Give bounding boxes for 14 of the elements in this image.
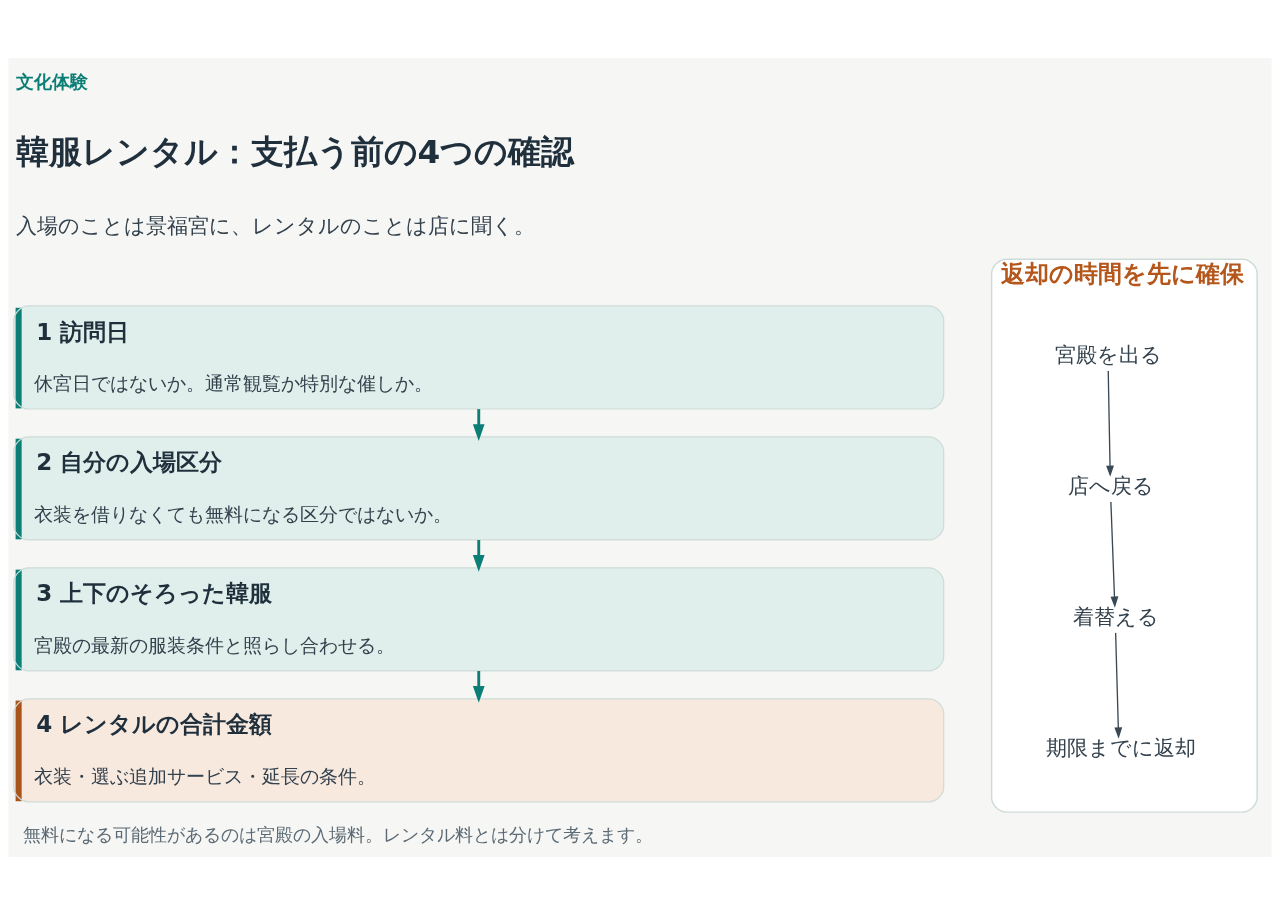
node-text: 期限までに返却 — [1045, 735, 1196, 760]
node-text: 着替える — [1072, 604, 1159, 629]
arrow — [1110, 500, 1119, 608]
node-text: 店へ戻る — [1067, 473, 1154, 498]
arrow — [472, 539, 485, 572]
caption: 無料になる可能性があるのは宮殿の入場料。レンタル料とは分けて考えます。 — [22, 823, 653, 845]
arrow — [1114, 631, 1123, 739]
arrow — [472, 408, 485, 441]
label: 韓服レンタル：支払う前の4つの確認 — [15, 132, 575, 171]
arrow — [1106, 369, 1114, 477]
label: 入場のことは景福宮に、レンタルのことは店に聞く。 — [15, 213, 535, 238]
arrow — [472, 670, 485, 703]
node-text: 宮殿を出る — [1055, 342, 1163, 367]
label: 文化体験 — [15, 70, 88, 92]
